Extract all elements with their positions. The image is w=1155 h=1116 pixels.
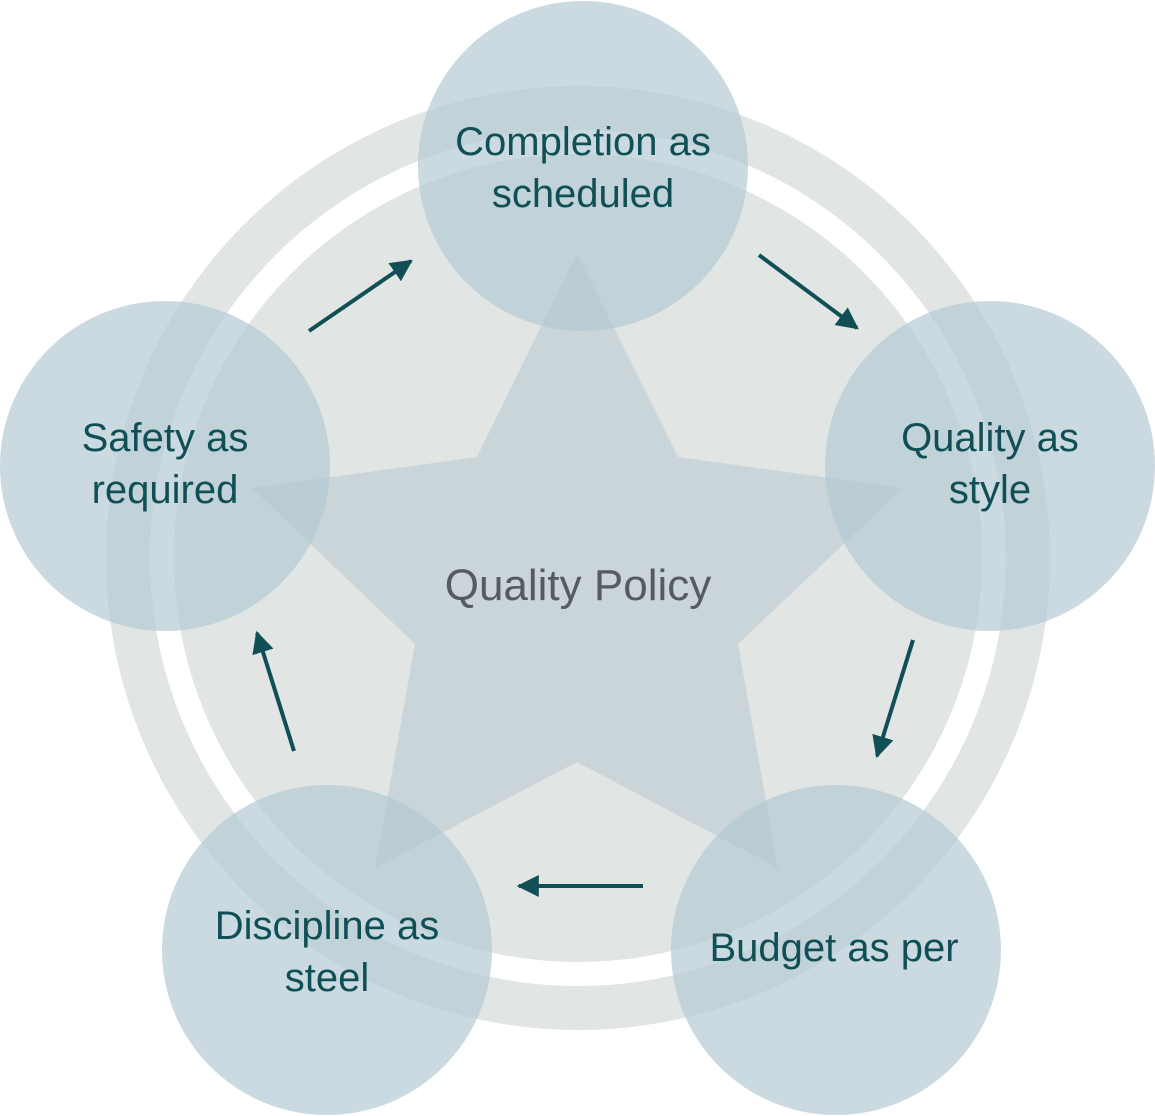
arrow-safety-to-completion [307, 259, 413, 333]
node-label: required [92, 468, 239, 512]
node-circle [418, 1, 748, 331]
node-label: Discipline as [215, 904, 440, 948]
node-label: style [949, 468, 1031, 512]
center-title: Quality Policy [445, 561, 712, 610]
node-label: steel [285, 956, 370, 1000]
center-star [252, 253, 903, 868]
arrow-quality-to-budget [872, 639, 915, 759]
node-budget: Budget as per [671, 785, 1001, 1115]
node-circle [825, 301, 1155, 631]
node-safety: Safety as required [0, 301, 330, 631]
node-circle [671, 785, 1001, 1115]
arrow-completion-to-quality [757, 253, 859, 330]
node-label: Safety as [82, 416, 249, 460]
node-label: Completion as [455, 120, 711, 164]
node-label: Quality as [901, 416, 1079, 460]
node-label: scheduled [492, 172, 674, 216]
node-completion: Completion as scheduled [418, 1, 748, 331]
node-circle [162, 785, 492, 1115]
node-quality: Quality as style [825, 301, 1155, 631]
node-label: Budget as per [709, 926, 958, 970]
arrow-discipline-to-safety [252, 630, 296, 752]
node-circle [0, 301, 330, 631]
node-discipline: Discipline as steel [162, 785, 492, 1115]
